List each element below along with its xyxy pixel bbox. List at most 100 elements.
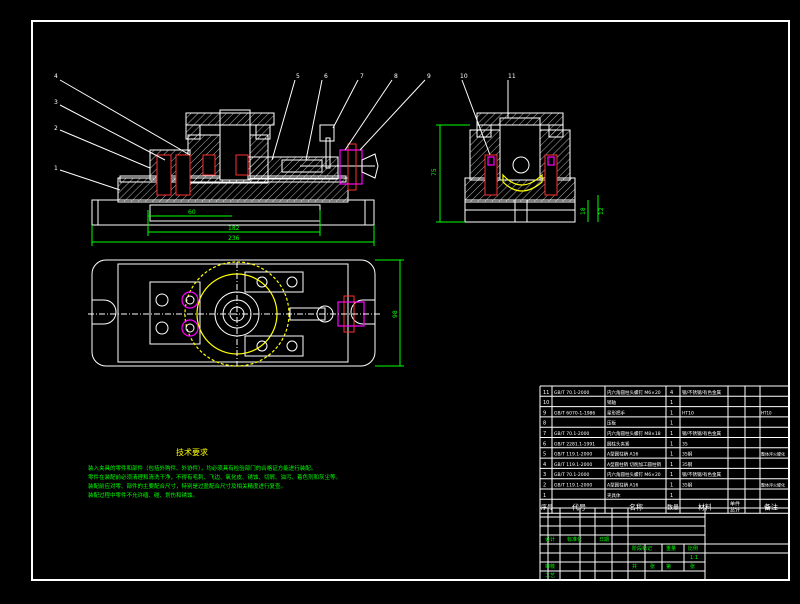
bom-cell-material: 35钢 — [682, 482, 693, 489]
bom-cell-qty: 1 — [670, 472, 673, 478]
balloon-3: 3 — [54, 99, 58, 106]
bom-cell-code: GB/T 119.1-2000 — [554, 483, 592, 489]
dim-plan-height: 98 — [392, 310, 399, 318]
tb-review: 审核 — [545, 563, 555, 570]
balloon-4: 4 — [54, 73, 58, 80]
bom-header-name: 名称 — [629, 502, 643, 511]
tb-design: 设计 — [545, 536, 555, 543]
balloon-10: 10 — [460, 73, 468, 80]
bom-header-note: 备注 — [764, 502, 778, 511]
bom-cell-code: GB/T 70.1-2000 — [554, 472, 590, 478]
front-view — [91, 109, 379, 226]
balloon-8: 8 — [394, 73, 398, 80]
balloon-2: 2 — [54, 125, 58, 132]
tb-sheets: 张 — [650, 563, 655, 570]
bom-cell-material: 35钢 — [682, 451, 693, 458]
dim-front-middle: 182 — [228, 225, 240, 232]
bom-cell-qty: 1 — [670, 421, 673, 427]
bom-cell-qty: 1 — [670, 410, 673, 416]
bom-cell-name: 压板 — [607, 420, 616, 427]
tb-standardization: 标准化 — [567, 536, 582, 543]
bom-cell-note: 整体淬火硬化 — [761, 482, 785, 488]
tech-note-3: 装配前应对零、部件的主要配合尺寸，特别是过盈配合尺寸及相关精度进行复查。 — [88, 482, 286, 490]
bom-cell-no: 2 — [543, 483, 546, 489]
tb-sheets2: 张 — [690, 563, 695, 570]
bom-header-material: 材料 — [698, 502, 712, 511]
bom-cell-name: 夹具体 — [607, 492, 621, 499]
bom-cell-no: 11 — [543, 390, 549, 396]
balloon-9: 9 — [427, 73, 431, 80]
bom-cell-code: GB/T 2281.1-1991 — [554, 441, 595, 447]
plan-dimensions: 98 — [375, 259, 404, 367]
balloon-5: 5 — [296, 73, 300, 80]
tb-date: 日期 — [599, 537, 609, 543]
balloon-7: 7 — [360, 73, 364, 80]
bom-cell-name: 星形把手 — [607, 409, 625, 416]
front-dimensions: 60 182 236 — [91, 209, 375, 246]
title-block: 设计 标准化 审核 工艺 日期 阶段标记 重量 比例 1:1 共 张 第 张 — [539, 507, 790, 581]
bom-cell-qty: 1 — [670, 493, 673, 499]
bom-cell-name: 内六角圆柱头螺钉 M8×18 — [607, 430, 661, 437]
bom-cell-name: A型圆柱销 切削加工圆柱销 — [607, 461, 662, 468]
tb-stage-mark: 阶段标记 — [632, 545, 652, 552]
tb-total: 共 — [632, 563, 637, 570]
bom-header-qty: 数量 — [667, 503, 679, 511]
bom-cell-code: GB/T 6070-1-1986 — [554, 410, 595, 416]
bom-cell-qty: 1 — [670, 483, 673, 489]
tb-scale-value: 1:1 — [690, 555, 698, 561]
tech-notes: 技术要求 装入夹具的零件和部件（包括外购件、外协件），均必须具有检验部门的合格证… — [88, 447, 341, 499]
bom-cell-note: HT10 — [761, 410, 772, 415]
bom-cell-qty: 1 — [670, 452, 673, 458]
bom-cell-no: 5 — [543, 452, 546, 458]
bom-cell-material: HT10 — [682, 410, 694, 416]
dim-side-height: 75 — [431, 168, 438, 176]
bom-cell-name: 销轴 — [607, 399, 616, 406]
bom-cell-no: 8 — [543, 421, 546, 427]
tech-note-2: 零件在装配前必须清理和清洗干净，不得有毛刺、飞边、氧化皮、锈蚀、切屑、油污、着色… — [88, 473, 341, 481]
bom-cell-qty: 1 — [670, 441, 673, 447]
bom-cell-name: 内六角圆柱头螺钉 M6×20 — [607, 471, 661, 478]
bom-header-code: 代号 — [572, 502, 586, 511]
balloon-11: 11 — [508, 73, 516, 80]
bom-cell-name: A型圆柱销 A16 — [607, 482, 638, 489]
balloon-1: 1 — [54, 165, 58, 172]
tb-scale: 比例 — [688, 545, 698, 552]
bom-cell-no: 10 — [543, 400, 549, 406]
bom-cell-no: 7 — [543, 431, 546, 437]
bom-cell-material: 35钢 — [682, 461, 693, 468]
bom-cell-no: 3 — [543, 472, 546, 478]
bom-cell-name: 内六角圆柱头螺钉 M6×20 — [607, 389, 661, 396]
bom-cell-code: GB/T 119.1-2000 — [554, 462, 592, 468]
bom-cell-code: GB/T 70.1-2000 — [554, 431, 590, 437]
leaders — [59, 79, 509, 191]
bom-cell-material: 35 — [682, 441, 688, 447]
plan-view — [88, 259, 380, 367]
bom-cell-code: GB/T 119.1-2000 — [554, 452, 592, 458]
bom-cell-no: 9 — [543, 410, 546, 416]
dim-front-inner: 60 — [188, 209, 196, 216]
bom-header-weight-bottom: 总计 — [730, 506, 740, 513]
side-dimensions: 75 18 12 — [431, 124, 605, 223]
bom-cell-material: 钢/不锈钢/有色金属 — [682, 389, 722, 396]
bom-header-weight-top: 单件 — [730, 500, 740, 507]
bom-cell-no: 4 — [543, 462, 546, 468]
dim-side-b: 12 — [598, 207, 605, 215]
side-view — [464, 112, 576, 223]
bom-cell-note: 整体淬火硬化 — [761, 451, 785, 457]
bom-cell-qty: 1 — [670, 431, 673, 437]
bom-cell-qty: 1 — [670, 462, 673, 468]
bom-cell-qty: 4 — [670, 390, 673, 396]
bom-header-no: 序号 — [541, 503, 553, 511]
bom-cell-material: 钢/不锈钢/有色金属 — [682, 430, 722, 437]
bom-cell-no: 1 — [543, 493, 546, 499]
tb-process: 工艺 — [545, 573, 555, 579]
sheet-border — [31, 20, 790, 581]
tb-sheet-no: 第 — [666, 563, 671, 570]
balloons: 4 3 2 1 5 6 7 8 9 10 11 — [54, 73, 516, 172]
tech-note-1: 装入夹具的零件和部件（包括外购件、外协件），均必须具有检验部门的合格证方能进行装… — [88, 464, 316, 472]
bom-cell-code: GB/T 70.1-2000 — [554, 390, 590, 396]
bom-cell-name: 圆柱头夹紧 — [607, 440, 630, 447]
